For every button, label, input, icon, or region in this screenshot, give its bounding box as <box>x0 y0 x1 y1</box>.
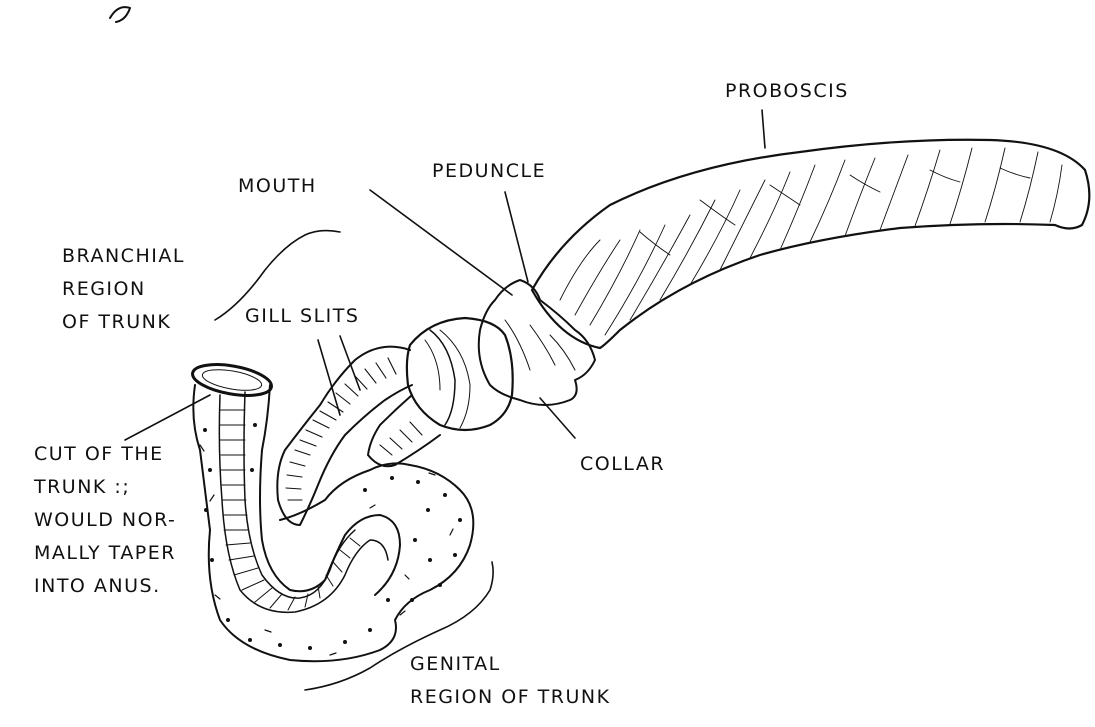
label-mouth: MOUTH <box>238 170 317 203</box>
proboscis-shape <box>532 140 1089 348</box>
label-branchial-region: BRANCHIAL REGION OF TRUNK <box>62 240 185 339</box>
genital-trunk <box>193 385 473 661</box>
label-genital-region: GENITAL REGION OF TRUNK <box>410 648 611 714</box>
collar-shape <box>407 318 513 430</box>
label-peduncle: PEDUNCLE <box>432 155 546 188</box>
cut-leader <box>125 395 210 440</box>
branchial-trunk <box>277 347 440 525</box>
trunk-cut-end <box>190 359 274 400</box>
label-collar: COLLAR <box>580 448 665 481</box>
label-proboscis: PROBOSCIS <box>725 75 849 108</box>
label-cut-of-trunk: CUT OF THE TRUNK :; WOULD NOR- MALLY TAP… <box>34 438 176 603</box>
cropped-scribble <box>110 7 130 22</box>
peduncle-leader <box>505 192 528 282</box>
proboscis-leader <box>762 110 765 148</box>
gill-slits-leader-2 <box>340 336 360 390</box>
label-gill-slits: GILL SLITS <box>245 300 359 333</box>
mouth-leader <box>370 190 512 295</box>
